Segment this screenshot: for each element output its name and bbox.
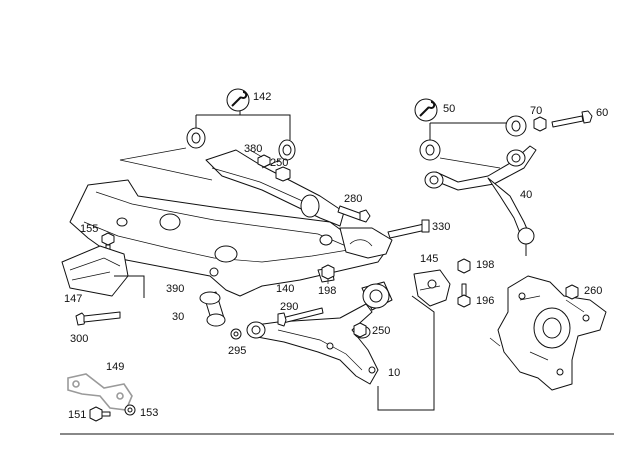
- callout-330: 330: [432, 221, 450, 233]
- lower-arm-bushing: [361, 281, 393, 311]
- callout-147: 147: [64, 293, 82, 305]
- callout-290: 290: [280, 301, 298, 313]
- callout-40: 40: [520, 189, 532, 201]
- callout-155: 145: [420, 253, 438, 265]
- callout-198: 198: [476, 259, 494, 271]
- callout-140: 140: [276, 283, 294, 295]
- washer-295: [230, 328, 242, 340]
- washer-153: [124, 404, 136, 416]
- nut-380: [249, 149, 271, 168]
- bolt-151: [89, 406, 111, 422]
- subframe: [69, 149, 393, 297]
- nut-198-upper: [457, 258, 471, 274]
- callout-10: 10: [388, 367, 400, 379]
- bolt-60: [551, 110, 593, 128]
- steering-knuckle: [497, 275, 607, 391]
- callout-142: 142: [253, 91, 271, 103]
- wrench-icon: [226, 88, 250, 112]
- callout-260: 260: [584, 285, 602, 297]
- plate-149: [67, 373, 133, 411]
- callout-300: 300: [70, 333, 88, 345]
- callout-198: 198: [318, 285, 336, 297]
- callout-196: 196: [476, 295, 494, 307]
- bracket-155: [413, 269, 451, 307]
- nut-70: [533, 116, 547, 132]
- callout-250: 250: [270, 157, 288, 169]
- nut-250-lower: [353, 322, 367, 338]
- bolt-330: [387, 219, 430, 239]
- bracket-147: [61, 245, 129, 297]
- bushing-142: [186, 127, 296, 161]
- callout-280: 280: [344, 193, 362, 205]
- bushing-30: [199, 291, 226, 327]
- bushing-50: [419, 115, 527, 161]
- nut-250: [275, 166, 291, 182]
- wrench-icon: [414, 98, 438, 122]
- callout-390: 390: [166, 283, 184, 295]
- bolt-280: [337, 205, 371, 223]
- callout-295: 295: [228, 345, 246, 357]
- callout-250-lower: 250: [372, 325, 390, 337]
- callout-151: 151: [68, 409, 86, 421]
- nut-198-lower: [321, 264, 335, 284]
- bolt-300: [75, 311, 121, 326]
- callout-149: 149: [106, 361, 124, 373]
- bolt-196: [457, 283, 471, 308]
- callout-70: 70: [530, 105, 542, 117]
- callout-60: 60: [596, 107, 608, 119]
- callout-145: 155: [80, 223, 98, 235]
- upper-control-arm: [424, 145, 537, 256]
- callout-380: 380: [244, 143, 262, 155]
- bolt-290: [277, 307, 324, 327]
- callout-30: 30: [172, 311, 184, 323]
- nut-260: [565, 284, 579, 300]
- callout-50: 50: [443, 103, 455, 115]
- callout-153: 153: [140, 407, 158, 419]
